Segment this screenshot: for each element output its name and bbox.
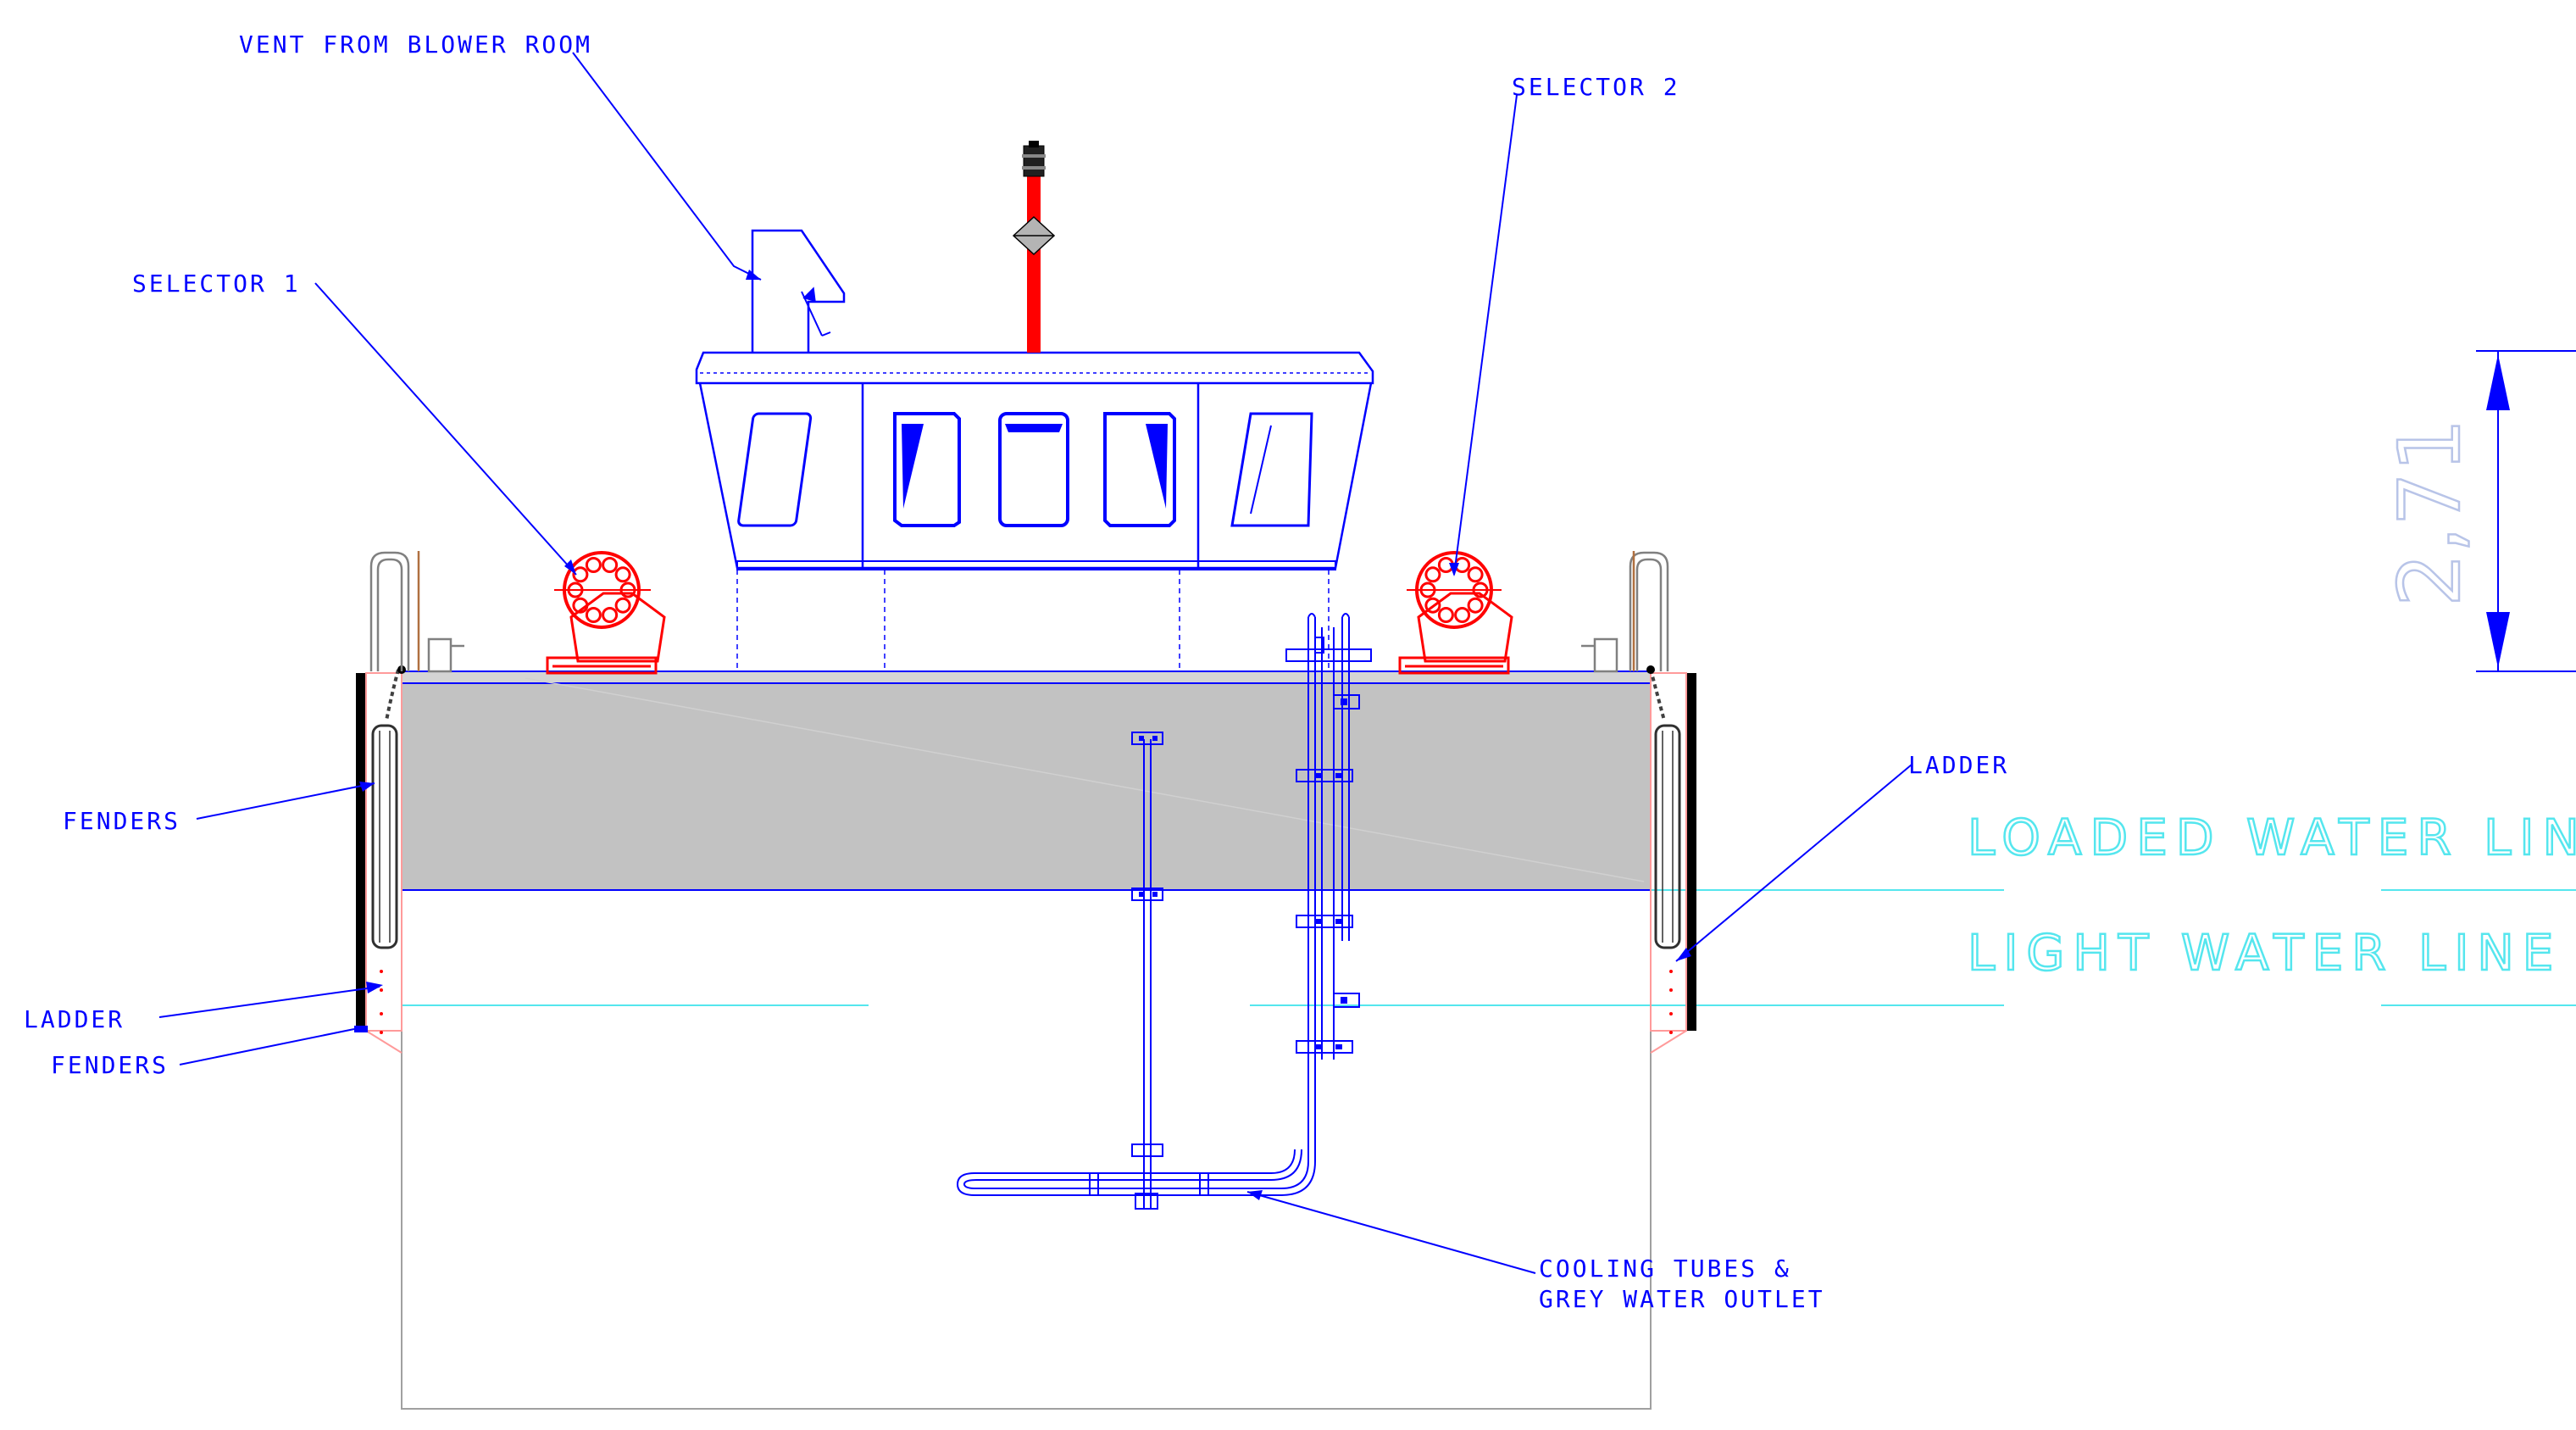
drum-bolt	[585, 557, 602, 573]
drum-bolt	[614, 566, 631, 583]
drum-bolt	[572, 566, 589, 583]
wheelhouse	[695, 351, 1374, 671]
left-fender-assembly	[354, 665, 406, 1054]
right-fender-frame	[1650, 672, 1687, 1032]
labels: VENT FROM BLOWER ROOM SELECTOR 1 SELECTO…	[24, 31, 2009, 1313]
ladder-right-leader	[1675, 764, 1913, 962]
left-fender	[371, 724, 398, 949]
fenders-lower-leader	[179, 1028, 355, 1066]
dimension-arrow-bottom	[2486, 612, 2510, 668]
drum-bolt	[1467, 597, 1484, 614]
selector-1-leader	[314, 282, 577, 576]
selector-2-equipment	[1398, 551, 1513, 675]
pipe-clamp-markers	[1139, 698, 1347, 1049]
left-fender-frame	[365, 672, 402, 1032]
vent-structure	[751, 229, 846, 353]
cooling-piping	[956, 613, 1372, 1210]
drum-bolt	[1467, 566, 1484, 583]
right-handrail	[1581, 551, 1669, 673]
vent-label: VENT FROM BLOWER ROOM	[239, 31, 592, 58]
loaded-water-line-label: LOADED WATER LINE	[1968, 809, 2576, 866]
selector-2-label: SELECTOR 2	[1512, 73, 1680, 101]
selector-1-equipment	[546, 551, 666, 675]
hull-underwater-outline	[401, 889, 1652, 1410]
drum-bolt	[614, 597, 631, 614]
right-fender-chain	[1649, 669, 1666, 721]
window-3	[998, 412, 1069, 527]
hull-above-water	[401, 682, 1652, 891]
window-4	[1103, 412, 1176, 527]
dimension-arrow-top	[2486, 354, 2510, 410]
selector-2-bolts	[1419, 557, 1489, 623]
drum-bolt	[602, 607, 619, 623]
selector-2-leader	[1453, 94, 1518, 576]
drum-bolt	[1454, 607, 1471, 623]
cooling-leader	[1246, 1191, 1536, 1274]
window-5	[1230, 412, 1313, 527]
right-fender	[1654, 724, 1681, 949]
drum-bolt	[572, 597, 589, 614]
cooling-label-line-1: COOLING TUBES &	[1539, 1255, 1791, 1283]
height-dimension: 2,71	[2379, 350, 2576, 672]
ladder-left-label: LADDER	[24, 1005, 125, 1033]
dimension-value: 2,71	[2380, 418, 2479, 607]
wheelhouse-windows	[737, 412, 1313, 527]
left-rubbing-strip	[356, 673, 366, 1031]
ladder-right-label: LADDER	[1908, 751, 2009, 779]
drum-bolt	[1424, 597, 1441, 614]
drum-bolt	[585, 607, 602, 623]
drum-bolt	[1424, 566, 1441, 583]
left-fender-chain	[385, 669, 400, 721]
right-rubbing-strip	[1686, 673, 1696, 1031]
leader-arrowheads	[359, 270, 1691, 1200]
drum-bolt	[602, 557, 619, 573]
hull-shading-line	[525, 677, 1645, 882]
fenders-upper-label: FENDERS	[63, 807, 180, 835]
cooling-label-line-2: GREY WATER OUTLET	[1539, 1285, 1825, 1313]
vent-leader	[572, 52, 762, 281]
selector-1-label: SELECTOR 1	[132, 270, 301, 298]
ladder-left-leader	[158, 986, 380, 1018]
left-fender-lower-marker	[354, 1026, 368, 1032]
mast	[1012, 141, 1056, 353]
right-fender-assembly	[1646, 665, 1696, 1054]
window-1	[737, 412, 813, 527]
drum-bolt	[1437, 607, 1454, 623]
fenders-upper-leader	[196, 782, 375, 820]
window-2	[893, 412, 961, 527]
light-water-line-label: LIGHT WATER LINE	[1968, 924, 2562, 982]
left-handrail	[369, 551, 464, 673]
fenders-lower-label: FENDERS	[51, 1051, 169, 1079]
